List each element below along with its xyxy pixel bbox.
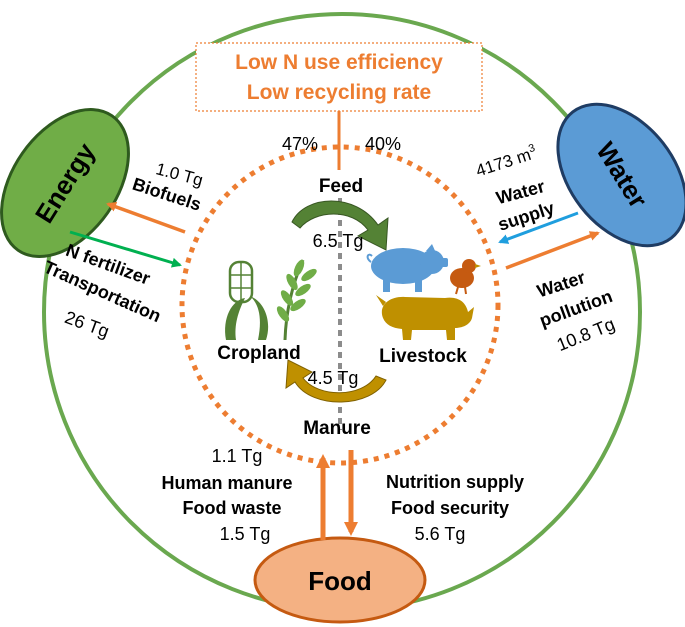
manure-value: 4.5 Tg xyxy=(308,368,359,388)
food-title: Food xyxy=(308,566,372,596)
left-percent: 47% xyxy=(282,134,318,154)
food-left-value-bottom: 1.5 Tg xyxy=(220,524,271,544)
chick-icon xyxy=(450,259,481,295)
food-left-label-2: Food waste xyxy=(182,498,281,518)
manure-arrow xyxy=(285,359,387,403)
crop-icon xyxy=(225,259,317,341)
water-supply-value: 4173 m3 xyxy=(473,142,539,180)
top-box-line1: Low N use efficiency xyxy=(235,51,443,74)
food-node: Food xyxy=(253,536,427,624)
top-box-line2: Low recycling rate xyxy=(247,81,431,104)
manure-label: Manure xyxy=(303,418,371,439)
rhino-icon xyxy=(376,295,474,340)
food-right-value: 5.6 Tg xyxy=(415,524,466,544)
food-left-value-top: 1.1 Tg xyxy=(212,446,263,466)
food-left-label-1: Human manure xyxy=(161,473,292,493)
feed-label: Feed xyxy=(319,176,363,197)
feed-value: 6.5 Tg xyxy=(313,231,364,251)
right-percent: 40% xyxy=(365,134,401,154)
livestock-label: Livestock xyxy=(379,346,467,367)
top-box xyxy=(195,42,483,112)
water-supply-arrow xyxy=(498,211,579,244)
inner-cycle-ring xyxy=(179,144,501,466)
fertilizer-arrow xyxy=(69,230,182,268)
energy-node: Energy xyxy=(0,108,130,258)
water-pollution-arrow xyxy=(505,231,600,270)
cropland-label: Cropland xyxy=(217,343,300,364)
pig-icon xyxy=(366,244,448,292)
food-right-label-2: Food security xyxy=(391,498,509,518)
biofuels-arrow xyxy=(106,202,186,234)
water-node: Water xyxy=(556,102,685,248)
fertilizer-value: 26 Tg xyxy=(62,307,112,341)
food-right-label-1: Nutrition supply xyxy=(386,472,524,492)
feed-arrow xyxy=(291,200,389,251)
